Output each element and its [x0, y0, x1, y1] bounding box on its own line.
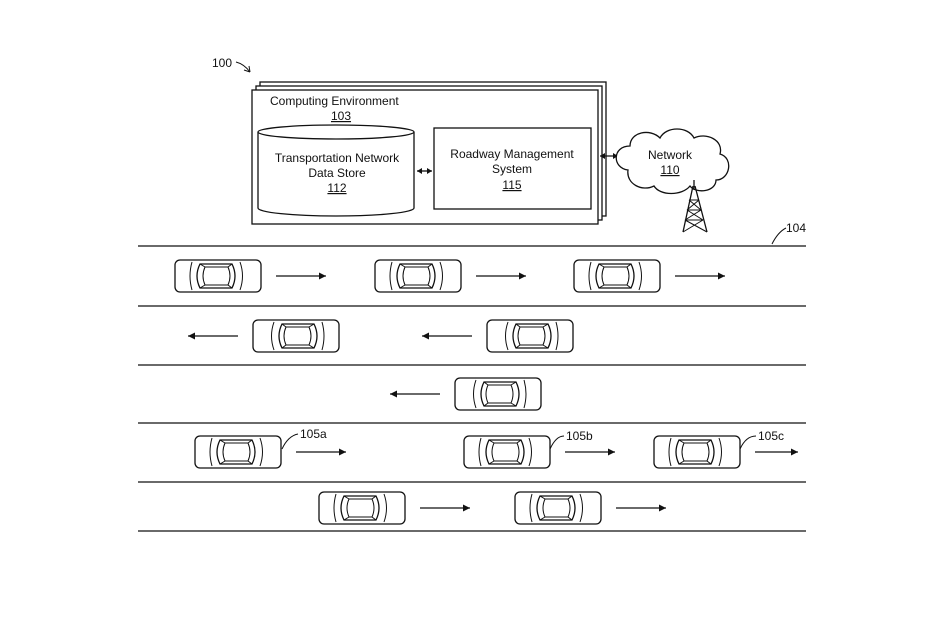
vehicle-lane1-2	[374, 259, 462, 293]
direction-arrow-lane4-3	[755, 448, 798, 456]
network-cloud-shape	[615, 128, 730, 195]
network-label: Network	[648, 148, 693, 162]
vehicle-label-c: 105c	[758, 429, 784, 443]
network-cloud: Network 110	[615, 128, 730, 195]
direction-arrow-lane1-2	[476, 272, 526, 280]
roadway-label-leader	[771, 227, 787, 245]
data-store: Transportation Network Data Store 112	[257, 124, 415, 217]
network-ref: 110	[660, 163, 679, 177]
data-store-ref: 112	[327, 181, 346, 195]
cell-tower-icon	[682, 180, 708, 233]
vehicle-b-leader	[549, 435, 565, 450]
vehicle-label-b: 105b	[566, 429, 593, 443]
env-network-arrow-right	[613, 153, 618, 159]
vehicle-label-a: 105a	[300, 427, 327, 441]
vehicle-lane2-2	[487, 320, 573, 352]
data-store-body	[257, 132, 415, 217]
roadway-system-line1: Roadway Management	[450, 147, 574, 161]
figure-label-group: 100	[212, 56, 251, 73]
vehicle-a-leader	[281, 433, 299, 450]
data-store-top	[257, 124, 415, 140]
computing-env-title: Computing Environment	[270, 94, 399, 108]
roadway-system-ref: 115	[502, 178, 521, 192]
vehicle-c-leader	[739, 435, 757, 450]
vehicle-lane2-1	[253, 320, 339, 352]
store-system-arrow-left	[417, 168, 422, 174]
direction-arrow-lane2-2	[422, 332, 472, 340]
direction-arrow-lane5-2	[616, 504, 666, 512]
direction-arrow-lane1-1	[276, 272, 326, 280]
vehicle-lane5-1	[318, 491, 406, 525]
direction-arrow-lane1-3	[675, 272, 725, 280]
figure-label-leader	[235, 61, 251, 73]
roadway-label: 104	[786, 221, 806, 235]
vehicle-lane4-3	[653, 435, 741, 469]
computing-env-ref: 103	[331, 109, 351, 123]
vehicle-lane3-1	[455, 378, 541, 410]
vehicle-lane4-2	[463, 435, 551, 469]
data-store-line2: Data Store	[308, 166, 366, 180]
roadway-system-line2: System	[492, 162, 532, 176]
vehicle-lane1-1	[174, 259, 262, 293]
roadway-label-group: 104	[771, 221, 806, 245]
store-system-connector	[417, 168, 432, 174]
vehicle-lane4-1	[194, 435, 282, 469]
figure-label-arrowhead	[243, 65, 251, 73]
vehicles	[174, 259, 741, 525]
vehicle-labels: 105a 105b 105c	[281, 427, 784, 450]
direction-arrow-lane2-1	[188, 332, 238, 340]
vehicle-lane1-3	[573, 259, 661, 293]
vehicle-lane5-2	[514, 491, 602, 525]
data-store-line1: Transportation Network	[275, 151, 400, 165]
direction-arrow-lane5-1	[420, 504, 470, 512]
direction-arrow-lane3-1	[390, 390, 440, 398]
figure-label: 100	[212, 56, 232, 70]
travel-arrows	[188, 272, 798, 512]
env-network-arrow-left	[600, 153, 605, 159]
roadway	[138, 245, 806, 532]
store-system-arrow-right	[427, 168, 432, 174]
direction-arrow-lane4-2	[565, 448, 615, 456]
direction-arrow-lane4-1	[296, 448, 346, 456]
env-network-connector	[600, 153, 618, 159]
roadway-system-box	[433, 127, 592, 210]
roadway-management-system: Roadway Management System 115	[433, 127, 592, 210]
